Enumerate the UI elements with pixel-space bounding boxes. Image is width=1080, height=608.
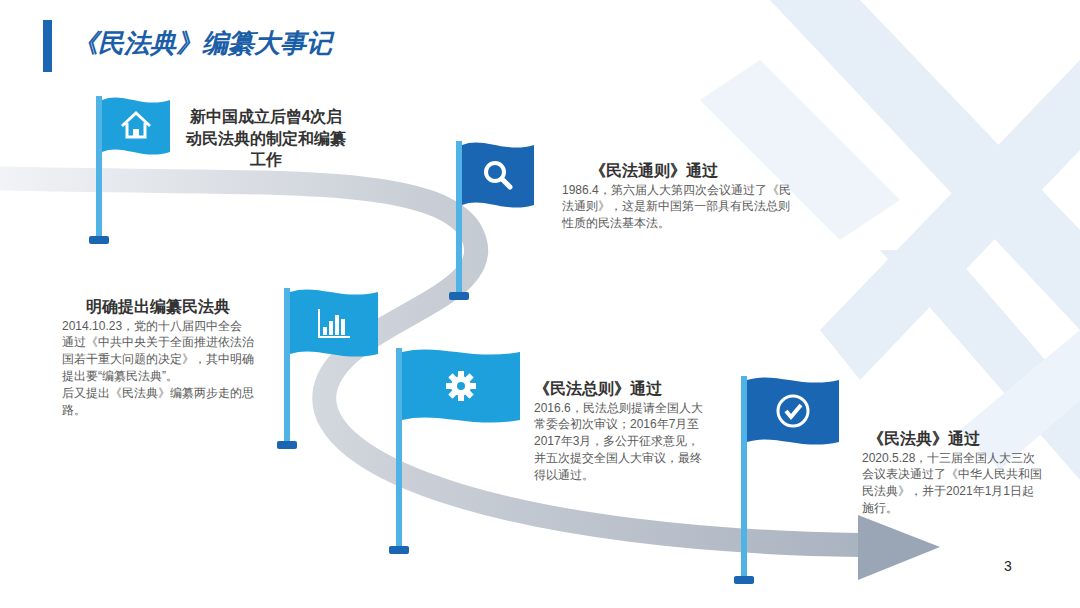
flag-base <box>89 236 109 244</box>
background-x <box>700 0 1080 480</box>
gear-icon <box>446 371 476 401</box>
flag <box>89 96 170 244</box>
flag-base <box>734 576 754 584</box>
milestone-heading: 《民法典》通过 <box>862 428 1042 450</box>
flag <box>277 288 378 449</box>
flag-cloth <box>402 349 520 422</box>
check-icon <box>778 396 808 426</box>
flag <box>449 141 534 300</box>
flag-pole <box>96 96 102 236</box>
flag-base <box>389 546 409 554</box>
title-bar <box>43 20 52 72</box>
milestone-heading: 《民法通则》通过 <box>562 160 798 182</box>
milestone-body: 后又提出《民法典》编纂两步走的思路。 <box>62 385 254 419</box>
page-number: 3 <box>1004 558 1012 574</box>
milestone-body: 2016.6，民法总则提请全国人大常委会初次审议；2016年7月至2017年3月… <box>534 400 706 484</box>
flag <box>389 348 520 554</box>
milestone: 《民法总则》通过2016.6，民法总则提请全国人大常委会初次审议；2016年7月… <box>534 378 706 484</box>
flag-base <box>449 292 469 300</box>
flag <box>734 376 839 584</box>
flag-pole <box>284 288 290 441</box>
road-arrowhead <box>858 515 940 580</box>
flag-base <box>277 441 297 449</box>
chart-icon <box>319 309 350 337</box>
flag-cloth <box>462 142 534 207</box>
milestone-body: 1986.4，第六届人大第四次会议通过了《民法通则》，这是新中国第一部具有民法总… <box>562 182 798 232</box>
milestone-heading: 新中国成立后曾4次启动民法典的制定和编纂工作 <box>186 106 346 171</box>
milestone-heading: 明确提出编纂民法典 <box>62 296 254 318</box>
milestone-body: 2020.5.28，十三届全国人大三次会议表决通过了《中华人民共和国民法典》，并… <box>862 450 1042 517</box>
slide-title: 《民法典》编纂大事记 <box>72 26 332 61</box>
search-icon <box>486 163 510 187</box>
house-icon <box>122 113 150 137</box>
milestone: 《民法典》通过2020.5.28，十三届全国人大三次会议表决通过了《中华人民共和… <box>862 428 1042 517</box>
milestone: 明确提出编纂民法典2014.10.23，党的十八届四中全会通过《中共中央关于全面… <box>62 296 254 418</box>
flag-pole <box>396 348 402 546</box>
flag-pole <box>456 141 462 292</box>
flag-pole <box>741 376 747 576</box>
flag-cloth <box>747 377 839 444</box>
milestone-heading: 《民法总则》通过 <box>534 378 706 400</box>
milestone: 《民法通则》通过1986.4，第六届人大第四次会议通过了《民法通则》，这是新中国… <box>562 160 798 232</box>
road <box>0 178 860 545</box>
flag-cloth <box>102 97 170 154</box>
milestone-body: 2014.10.23，党的十八届四中全会通过《中共中央关于全面推进依法治国若干重… <box>62 318 254 385</box>
milestone: 新中国成立后曾4次启动民法典的制定和编纂工作 <box>186 106 346 171</box>
flag-cloth <box>290 289 378 356</box>
